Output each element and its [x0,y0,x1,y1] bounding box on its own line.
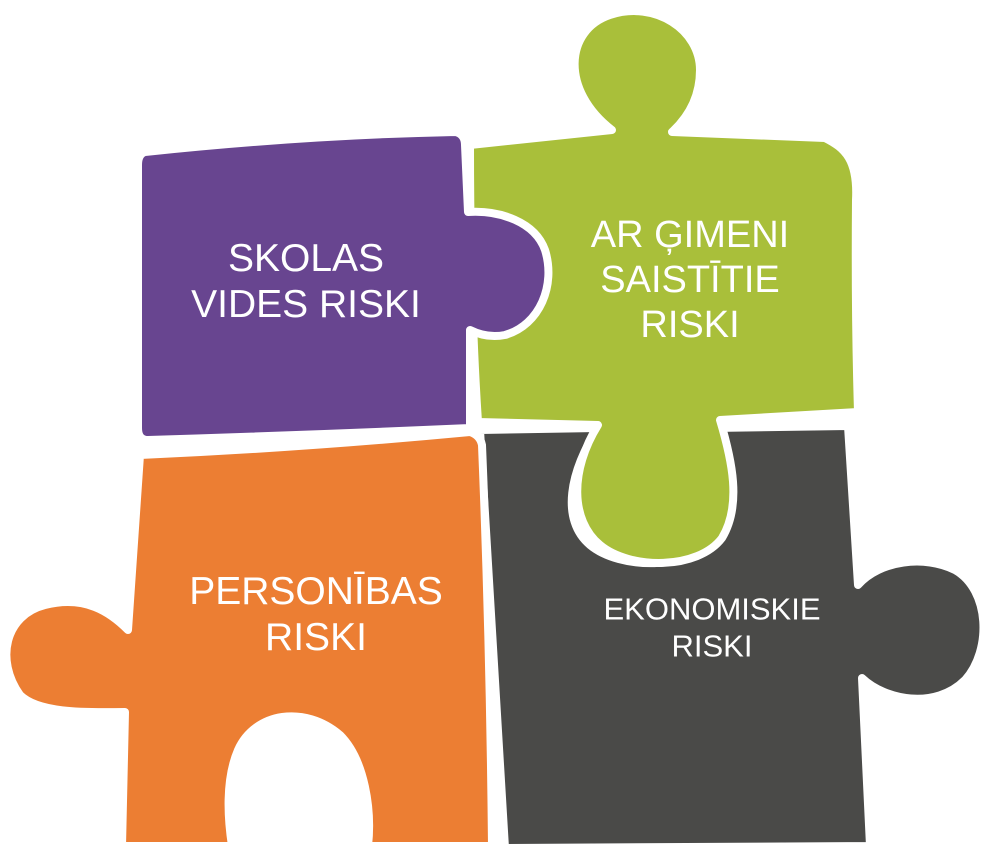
economic-risks-label-line: EKONOMISKIE [603,591,821,627]
family-risks-label-line: AR ĢIMENI [590,213,790,256]
economic-risks-label: EKONOMISKIE RISKI [603,591,820,664]
school-risks-label-line: SKOLAS [227,236,385,280]
personality-risks-label: PERSONĪBAS RISKI [189,569,443,661]
personality-risks-piece [2,428,496,850]
personality-risks-label-line: PERSONĪBAS [189,569,443,613]
family-risks-label-line: SAISTĪTIE [600,258,780,301]
school-risks-label: SKOLAS VIDES RISKI [191,236,421,328]
family-risks-label-line: RISKI [640,303,740,346]
school-risks-label-line: VIDES RISKI [191,283,421,326]
school-risks-piece [134,128,553,444]
family-risks-label: AR ĢIMENI SAISTĪTIE RISKI [591,213,789,347]
economic-risks-piece [476,422,982,852]
family-risks-piece [466,7,862,567]
personality-risks-label-line: RISKI [265,616,367,659]
economic-risks-label-line: RISKI [671,628,753,663]
